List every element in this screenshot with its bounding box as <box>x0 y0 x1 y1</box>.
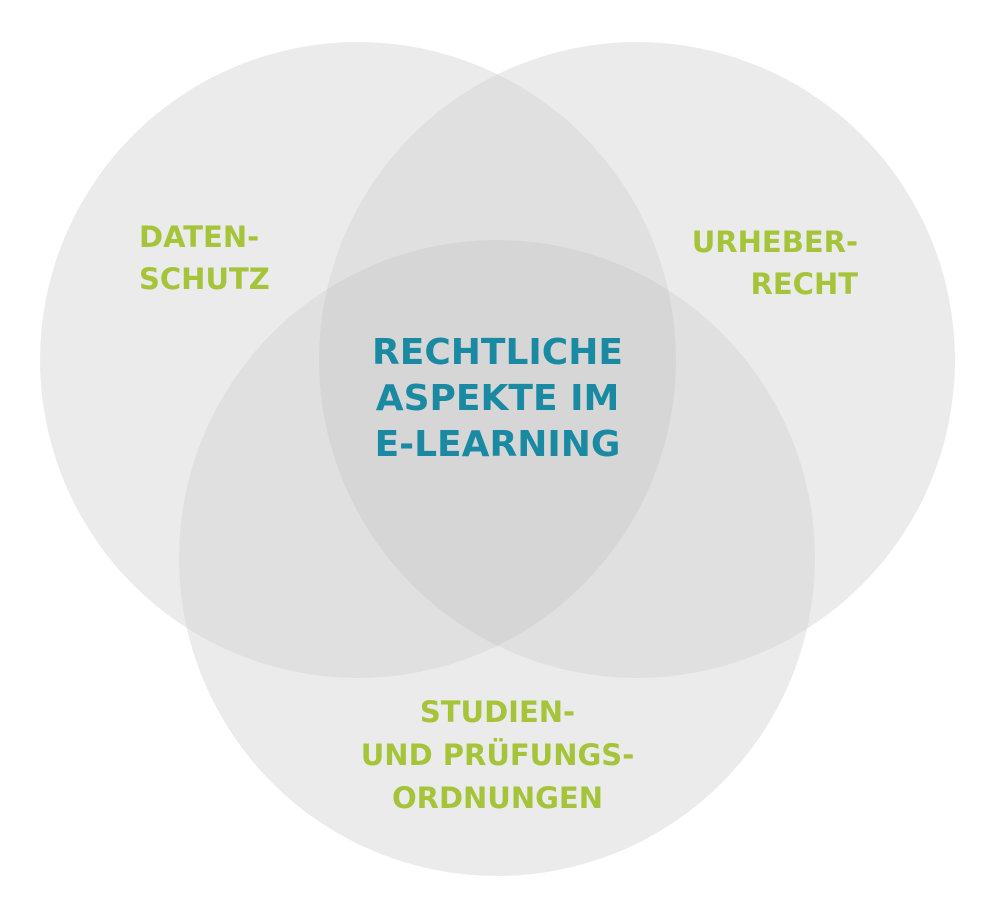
label-urheberrecht: URHEBER- RECHT <box>692 221 858 305</box>
center-title-line: RECHTLICHE <box>372 332 623 373</box>
label-line: UND PRÜFUNGS- <box>360 738 635 772</box>
center-title: RECHTLICHE ASPEKTE IM E-LEARNING <box>330 330 665 468</box>
label-line: ORDNUNGEN <box>391 781 604 815</box>
label-line: RECHT <box>750 267 858 301</box>
center-title-line: E-LEARNING <box>374 424 621 465</box>
label-studien-pruefungsordnungen: STUDIEN- UND PRÜFUNGS- ORDNUNGEN <box>300 691 695 820</box>
overlap-center <box>319 240 676 678</box>
label-line: DATEN- <box>139 220 260 254</box>
label-datenschutz: DATEN- SCHUTZ <box>139 216 270 300</box>
label-line: URHEBER- <box>691 225 858 259</box>
label-line: SCHUTZ <box>139 262 270 296</box>
label-line: STUDIEN- <box>419 695 576 729</box>
center-title-line: ASPEKTE IM <box>375 378 620 419</box>
